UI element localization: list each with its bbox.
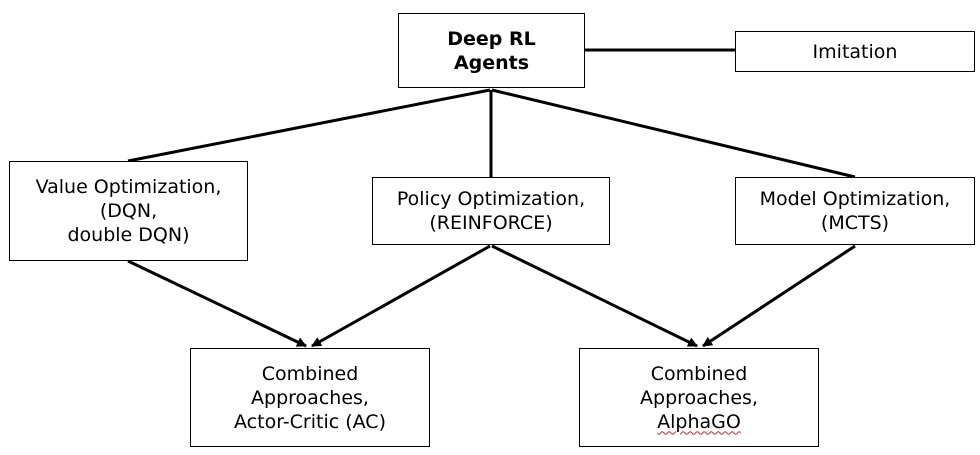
arrow-model-to-combined-alphago xyxy=(702,244,856,348)
node-value-optimization: Value Optimization, (DQN, double DQN) xyxy=(9,161,248,261)
node-deep-rl-line-1: Deep RL xyxy=(447,27,536,50)
node-combined-alphago-line-1: Combined xyxy=(650,362,748,385)
node-policy-optimization: Policy Optimization, (REINFORCE) xyxy=(372,177,610,245)
node-value-line-1: Value Optimization, xyxy=(35,176,222,198)
node-model-optimization: Model Optimization, (MCTS) xyxy=(735,177,975,245)
node-combined-ac-line-3: Actor-Critic (AC) xyxy=(234,410,386,433)
node-combined-alphago: Combined Approaches, AlphaGO xyxy=(579,348,819,447)
node-imitation: Imitation xyxy=(735,31,975,72)
node-combined-ac-line-2: Approaches, xyxy=(251,386,369,409)
node-model-line-1: Model Optimization, xyxy=(759,188,951,210)
node-combined-alphago-line-3: AlphaGO xyxy=(657,410,741,433)
arrow-value-to-combined-ac xyxy=(127,259,307,348)
node-policy-line-1: Policy Optimization, xyxy=(396,188,586,210)
node-model-line-2: (MCTS) xyxy=(820,212,890,234)
connector-deeprl-model xyxy=(491,88,856,179)
node-deep-rl-line-2: Agents xyxy=(453,51,530,74)
node-policy-line-2: (REINFORCE) xyxy=(429,212,553,234)
node-combined-ac-line-1: Combined xyxy=(261,362,359,385)
node-deep-rl-agents: Deep RL Agents xyxy=(398,13,585,88)
node-combined-alphago-line-2: Approaches, xyxy=(640,386,758,409)
node-value-line-2: (DQN, xyxy=(99,200,158,222)
arrow-policy-to-combined-ac xyxy=(311,244,491,348)
connector-deeprl-value xyxy=(127,88,491,163)
node-imitation-line-1: Imitation xyxy=(812,40,898,63)
node-combined-actor-critic: Combined Approaches, Actor-Critic (AC) xyxy=(190,348,430,447)
node-value-line-3: double DQN) xyxy=(67,224,190,246)
arrow-policy-to-combined-alphago xyxy=(491,244,698,348)
